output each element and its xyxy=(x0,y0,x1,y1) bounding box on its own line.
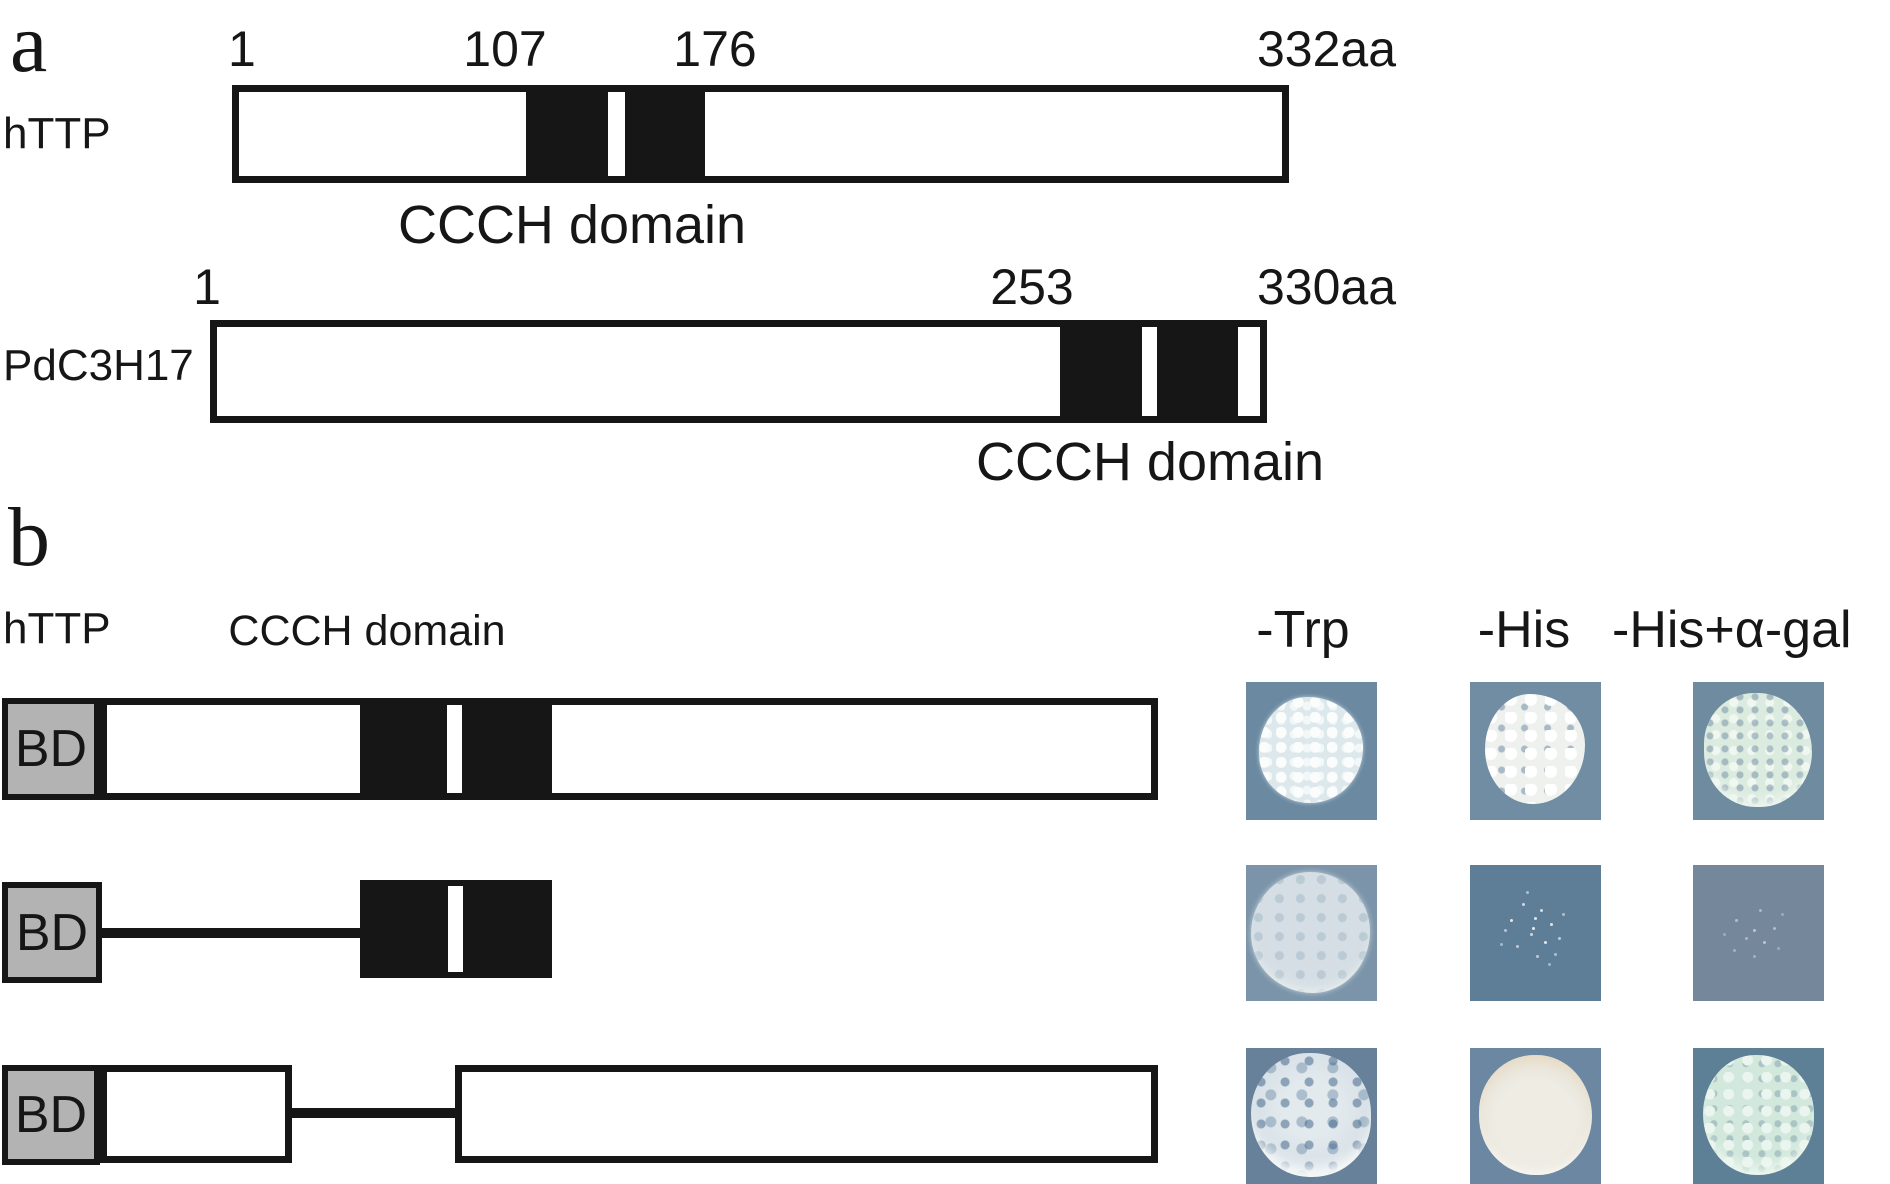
pdc3h17-residue-1: 1 xyxy=(193,259,221,315)
httb-residue-1: 1 xyxy=(228,21,256,77)
yeast-plate-row2-his-agal xyxy=(1693,865,1824,1001)
construct3-deletion-line xyxy=(290,1108,458,1118)
bait-protein-label: hTTP xyxy=(3,604,111,653)
httb-protein-bar xyxy=(232,85,1289,183)
yeast-colony xyxy=(1479,1055,1592,1175)
yeast-colony xyxy=(1753,929,1756,932)
pdc3h17-ccch-zinc-finger-2 xyxy=(1157,327,1238,416)
yeast-plate-row3-trp xyxy=(1246,1048,1377,1184)
pdc3h17-length-330aa: 330aa xyxy=(1257,259,1397,315)
construct1-full-length-bar xyxy=(100,698,1158,800)
yeast-plate-row1-trp xyxy=(1246,682,1377,820)
construct2-bd-label: BD xyxy=(15,903,89,962)
pdc3h17-ccch-domain-caption: CCCH domain xyxy=(975,432,1325,492)
yeast-colony xyxy=(1703,1055,1814,1175)
yeast-plate-row1-his-agal xyxy=(1693,682,1824,820)
httb-ccch-zinc-finger-1 xyxy=(526,92,608,176)
yeast-colony xyxy=(1532,927,1535,930)
construct1-zinc-finger-1 xyxy=(360,705,447,793)
construct3-bd-box: BD xyxy=(2,1065,100,1165)
construct2-bd-box: BD xyxy=(2,882,102,983)
column-header-minus-his: -His xyxy=(1477,601,1571,659)
panel-a-label: a xyxy=(10,0,48,90)
construct2-finger-gap xyxy=(448,886,463,972)
construct3-bd-label: BD xyxy=(14,1086,88,1144)
construct3-n-terminal-bar xyxy=(100,1065,292,1163)
column-header-minus-trp: -Trp xyxy=(1256,601,1350,659)
protein-label-httb: hTTP xyxy=(3,109,111,158)
yeast-colony xyxy=(1259,697,1363,803)
httb-residue-107: 107 xyxy=(463,21,547,77)
panel-b-ccch-domain-caption: CCCH domain xyxy=(228,607,506,655)
construct1-bd-box: BD xyxy=(2,698,100,800)
construct1-zinc-finger-2 xyxy=(462,705,552,793)
construct3-c-terminal-bar xyxy=(455,1065,1158,1163)
httb-ccch-domain-caption: CCCH domain xyxy=(397,195,747,255)
pdc3h17-ccch-zinc-finger-1 xyxy=(1060,327,1142,416)
httb-ccch-zinc-finger-2 xyxy=(625,92,705,176)
construct1-bd-label: BD xyxy=(14,720,88,778)
panel-b-label: b xyxy=(8,491,50,584)
yeast-colony xyxy=(1251,1053,1371,1177)
protein-label-pdc3h17: PdC3H17 xyxy=(3,341,194,390)
yeast-colony xyxy=(1704,693,1812,807)
yeast-plate-row3-his xyxy=(1470,1048,1601,1184)
pdc3h17-residue-253: 253 xyxy=(990,259,1074,315)
column-header-minus-his-alpha-gal: -His+α-gal xyxy=(1612,601,1852,659)
httb-length-332aa: 332aa xyxy=(1257,21,1397,77)
yeast-plate-row1-his xyxy=(1470,682,1601,820)
construct2-linker-line xyxy=(100,928,362,938)
yeast-plate-row3-his-agal xyxy=(1693,1048,1824,1184)
yeast-plate-row2-trp xyxy=(1246,865,1377,1001)
yeast-plate-row2-his xyxy=(1470,865,1601,1001)
yeast-colony xyxy=(1251,872,1370,993)
httb-residue-176: 176 xyxy=(673,21,757,77)
yeast-colony xyxy=(1485,694,1585,804)
